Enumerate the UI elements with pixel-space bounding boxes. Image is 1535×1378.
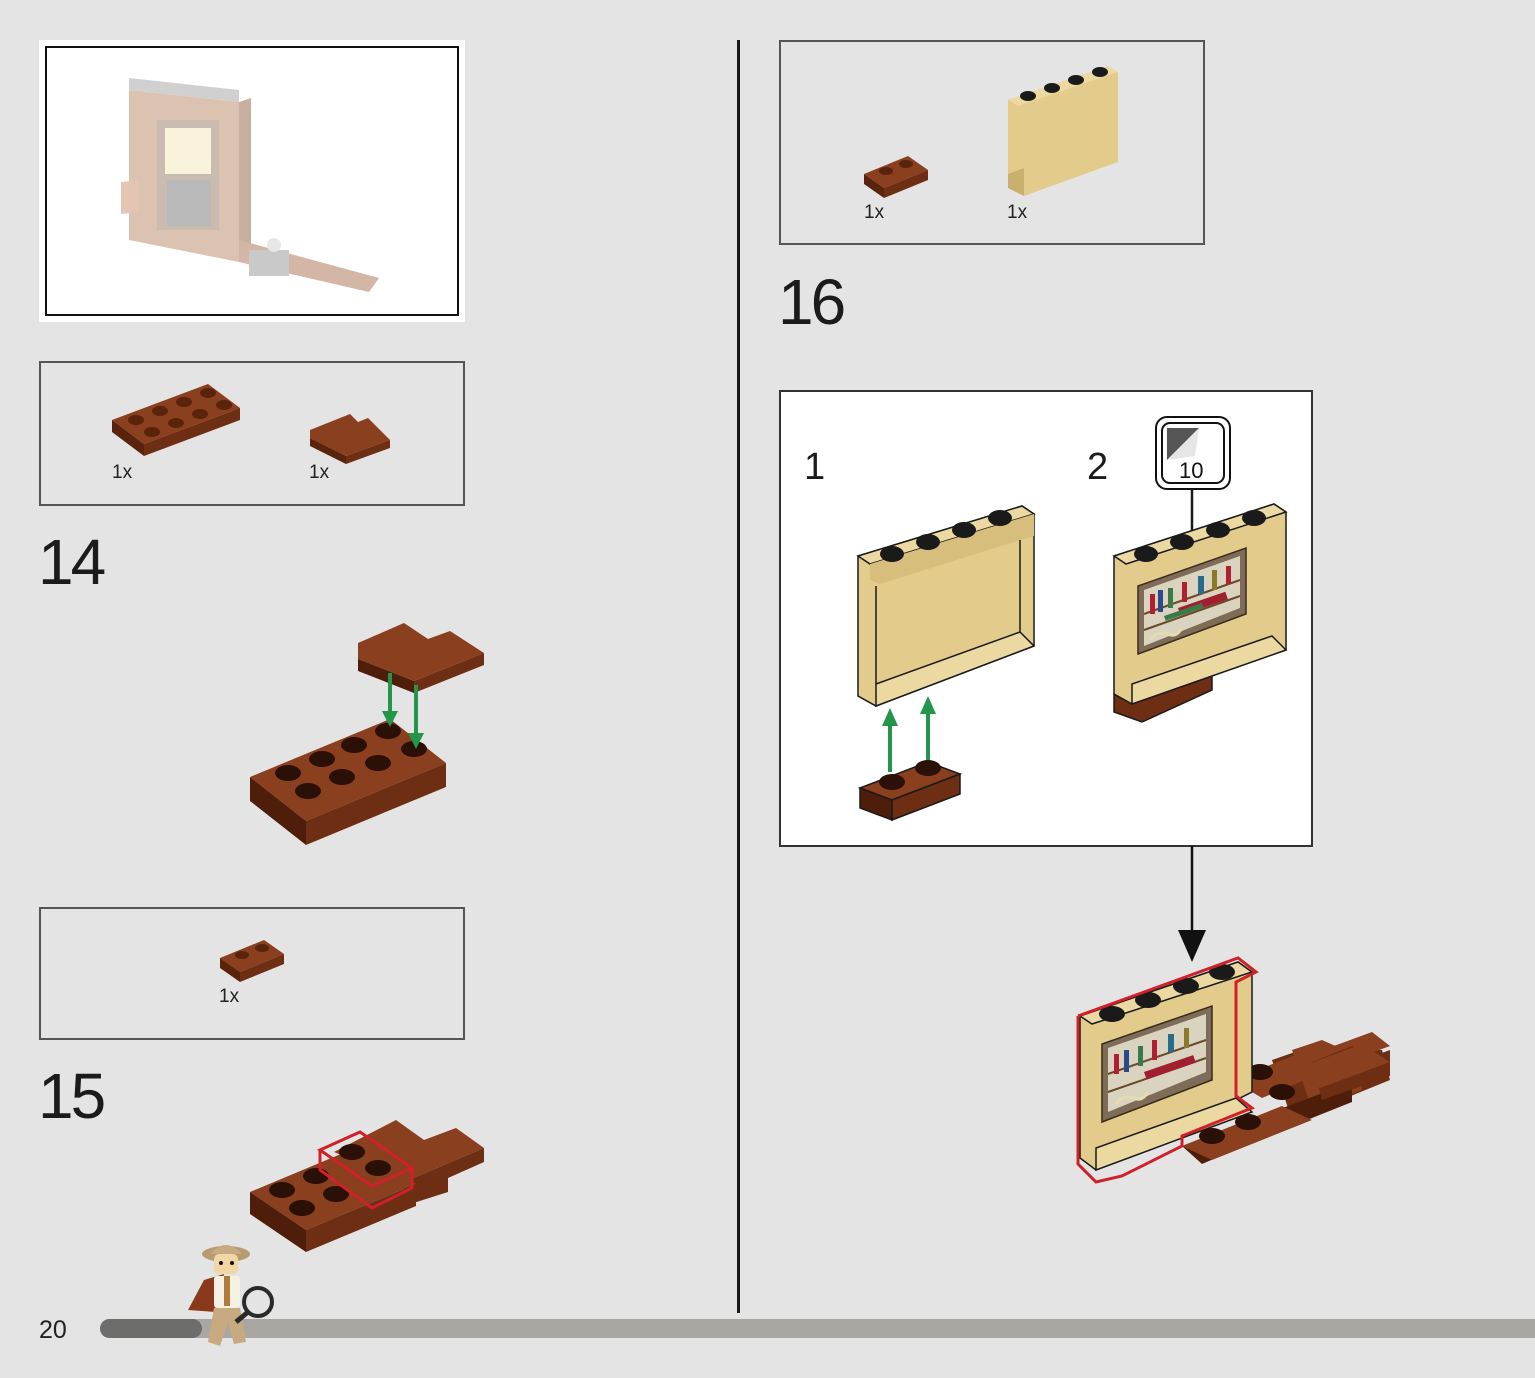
step-15-illustration (250, 1120, 484, 1252)
page-number: 20 (39, 1316, 67, 1344)
step-14-illustration (250, 623, 484, 845)
page-divider (737, 40, 740, 1313)
progress-fill (100, 1319, 202, 1338)
step-14-parts-box (39, 361, 465, 506)
step-16-part-1-qty: 1x (864, 202, 885, 223)
substep-2-illustration (1112, 490, 1288, 723)
part-plate-2x4-icon (112, 384, 240, 456)
part-plate-1x2-icon (220, 940, 284, 982)
part-plate-1x2-brown-icon (864, 156, 928, 198)
part-plate-corner-icon (310, 414, 390, 464)
step-16-parts-box (779, 40, 1205, 245)
substep-1-number: 1 (804, 446, 826, 488)
step-14-part-1-qty: 1x (112, 462, 133, 483)
step-14-number: 14 (38, 526, 106, 598)
detective-minifigure-icon (188, 1245, 274, 1346)
step-16-number: 16 (778, 266, 846, 338)
callout-arrow (1178, 846, 1206, 962)
substep-1-illustration (856, 505, 1036, 822)
model-preview-callout (39, 40, 465, 322)
step-14-part-2-qty: 1x (309, 462, 330, 483)
step-15-number: 15 (38, 1060, 106, 1132)
step-15-parts-box (39, 907, 465, 1040)
sticker-number: 10 (1179, 458, 1204, 483)
sticker-badge: 10 (1155, 416, 1231, 490)
part-panel-tan-icon (1008, 66, 1118, 196)
step-16-part-2-qty: 1x (1007, 202, 1028, 223)
step-16-illustration (1076, 956, 1390, 1184)
model-preview-image (121, 78, 379, 292)
progress-track (100, 1319, 1535, 1338)
sticker-peel-icon (1167, 428, 1199, 460)
substep-2-number: 2 (1087, 446, 1109, 488)
step-15-part-1-qty: 1x (219, 986, 240, 1007)
